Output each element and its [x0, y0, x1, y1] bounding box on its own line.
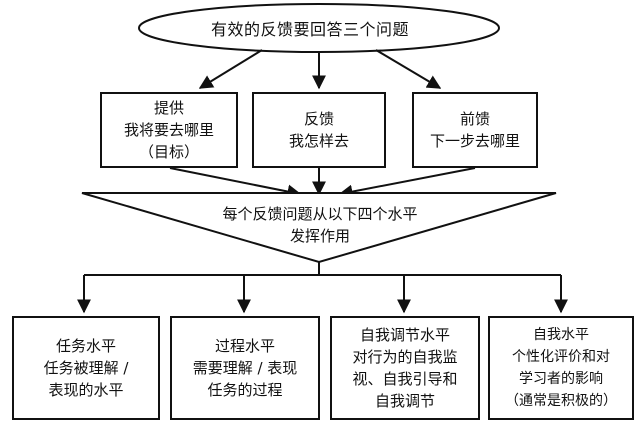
top-ellipse	[138, 3, 500, 53]
self-level-box: 自我水平 个性化评价和对 学习者的影响 （通常是积极的）	[488, 316, 634, 420]
selfreg-level-title: 自我调节水平	[359, 326, 450, 344]
task-level-line-2: 任务被理解 /	[43, 359, 129, 377]
feedforward-line-2: 下一步去哪里	[429, 132, 520, 150]
self-level-line-4: （通常是积极的）	[505, 393, 617, 409]
process-level-line-3: 任务的过程	[207, 381, 283, 399]
process-level-line-2: 需要理解 / 表现	[192, 359, 298, 377]
selfreg-level-line-4: 自我调节	[374, 392, 435, 410]
feedforward-title: 前馈	[459, 110, 490, 128]
provide-line-3: （目标）	[138, 143, 199, 161]
feedback-line-2: 我怎样去	[288, 132, 349, 150]
top-question: 有效的反馈要回答三个问题	[210, 20, 409, 39]
selfreg-level-line-2: 对行为的自我监	[352, 348, 458, 366]
self-level-line-3: 学习者的影响	[519, 371, 603, 387]
arrow-provide-to-triangle	[169, 167, 302, 199]
triangle-line-2: 发挥作用	[289, 227, 350, 245]
process-level-box: 过程水平 需要理解 / 表现 任务的过程	[170, 316, 320, 420]
feedback-title: 反馈	[303, 110, 334, 128]
task-level-line-3: 表现的水平	[48, 381, 124, 399]
selfreg-level-line-3: 视、自我引导和	[352, 370, 458, 388]
process-level-title: 过程水平	[214, 337, 275, 355]
triangle-line-1: 每个反馈问题从以下四个水平	[222, 205, 418, 223]
task-level-title: 任务水平	[55, 337, 116, 355]
arrow-to-feedforward	[375, 49, 442, 89]
task-level-box: 任务水平 任务被理解 / 表现的水平	[12, 316, 160, 420]
arrow-to-provide	[198, 49, 263, 89]
feedforward-box: 前馈 下一步去哪里	[412, 92, 538, 168]
provide-box: 提供 我将要去哪里 （目标）	[100, 92, 238, 168]
feedback-box: 反馈 我怎样去	[252, 92, 386, 168]
provide-title: 提供	[153, 99, 184, 117]
levels-triangle	[81, 192, 557, 264]
selfreg-level-box: 自我调节水平 对行为的自我监 视、自我引导和 自我调节	[330, 316, 480, 420]
arrow-feedforward-to-triangle	[338, 167, 476, 199]
self-level-line-2: 个性化评价和对	[512, 349, 610, 365]
triangle-label: 每个反馈问题从以下四个水平 发挥作用	[150, 203, 490, 247]
provide-line-2: 我将要去哪里	[123, 121, 214, 139]
self-level-title: 自我水平	[533, 327, 589, 343]
